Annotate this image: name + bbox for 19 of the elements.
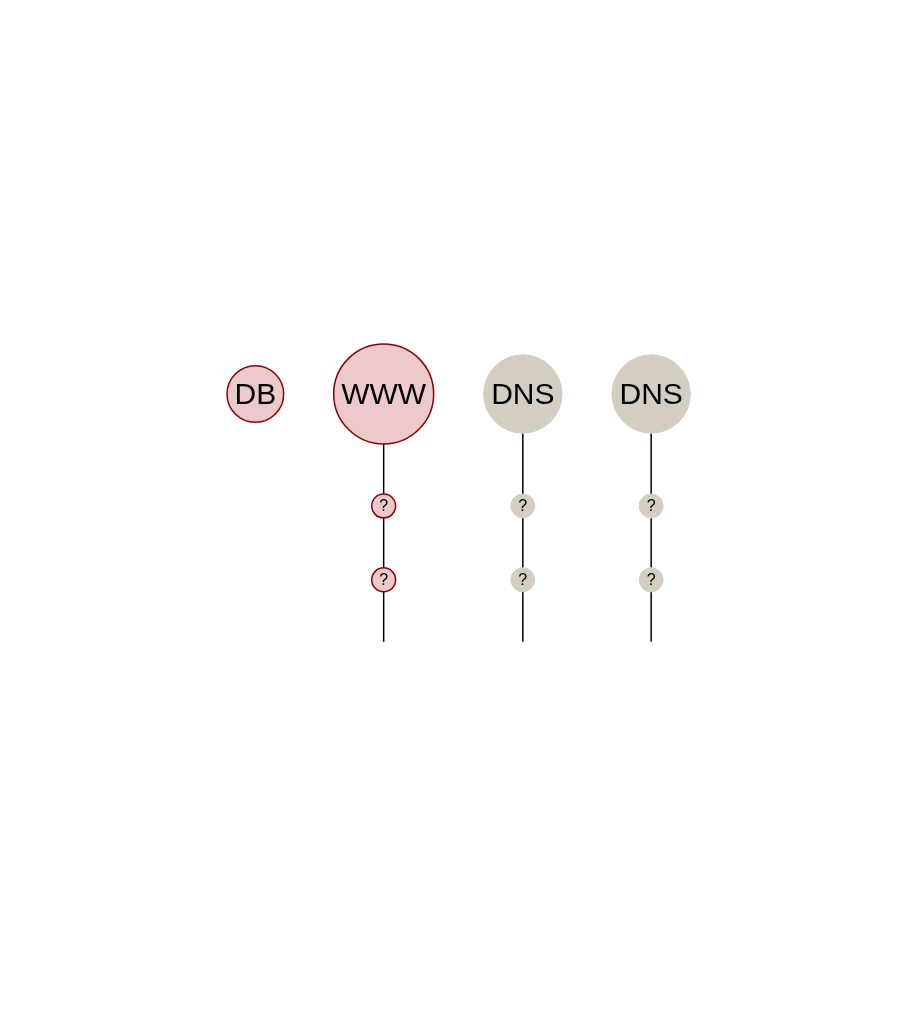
connector	[522, 516, 524, 569]
node-circle: ?	[639, 566, 664, 592]
connector	[650, 432, 653, 495]
connector	[650, 516, 653, 569]
node-circle: ?	[371, 566, 397, 593]
connector	[383, 516, 385, 569]
node-circle: DNS	[611, 353, 692, 434]
node-circle: ?	[510, 566, 536, 592]
node-circle: ?	[371, 492, 397, 519]
connector	[522, 432, 524, 495]
node-circle: WWW	[333, 342, 435, 445]
node-circle: DB	[226, 364, 285, 423]
connector	[650, 590, 653, 643]
node-circle: ?	[639, 493, 664, 518]
node-circle: DNS	[483, 353, 563, 434]
node-circle: ?	[510, 493, 536, 518]
connector	[383, 590, 385, 643]
connector	[383, 442, 385, 495]
connector	[522, 590, 524, 643]
